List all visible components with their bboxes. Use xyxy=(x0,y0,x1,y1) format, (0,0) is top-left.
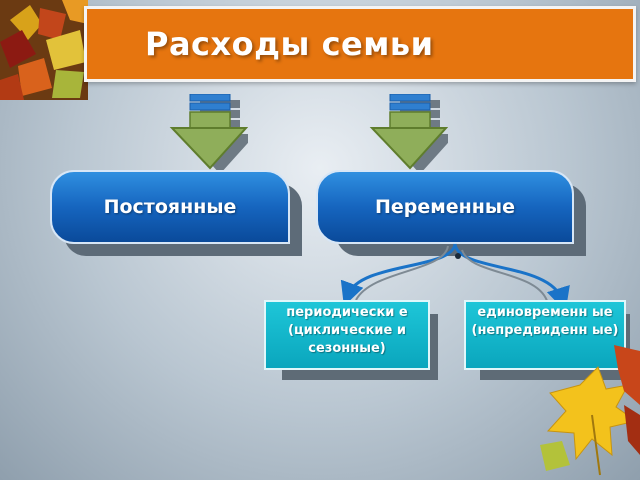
subcategory-label: периодически е (циклические и сезонные) xyxy=(286,305,408,356)
category-box-constant: Постоянные xyxy=(50,170,290,244)
subcategory-box-one-time: единовременн ые (непредвиденн ые) xyxy=(464,300,626,370)
autumn-leaves-icon xyxy=(540,345,640,476)
autumn-leaves-icon xyxy=(0,0,88,100)
category-label: Переменные xyxy=(374,196,515,218)
title-bar: Расходы семьи xyxy=(84,6,636,82)
slide-title: Расходы семьи xyxy=(145,25,434,63)
category-box-variable: Переменные xyxy=(316,170,574,244)
down-arrow-icon xyxy=(169,94,248,174)
subcategory-label: единовременн ые (непредвиденн ые) xyxy=(471,305,619,338)
category-label: Постоянные xyxy=(103,196,237,218)
down-arrow-icon xyxy=(369,94,448,174)
subcategory-box-periodic: периодически е (циклические и сезонные) xyxy=(264,300,430,370)
